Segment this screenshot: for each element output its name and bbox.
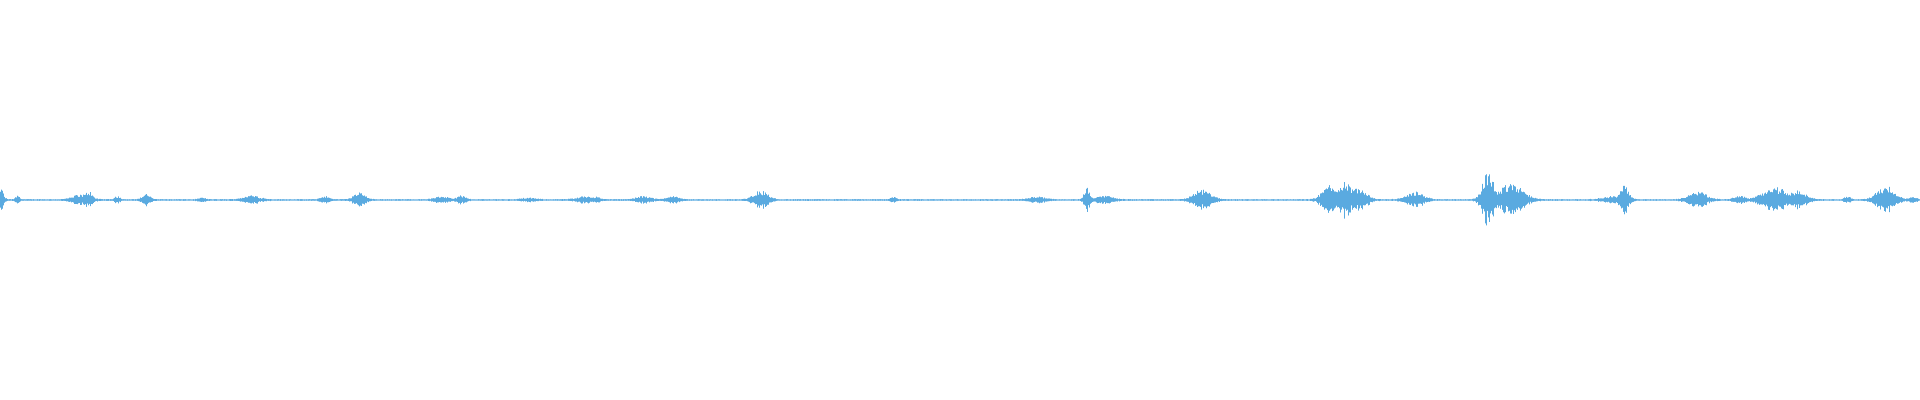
waveform-samples <box>0 174 1920 226</box>
